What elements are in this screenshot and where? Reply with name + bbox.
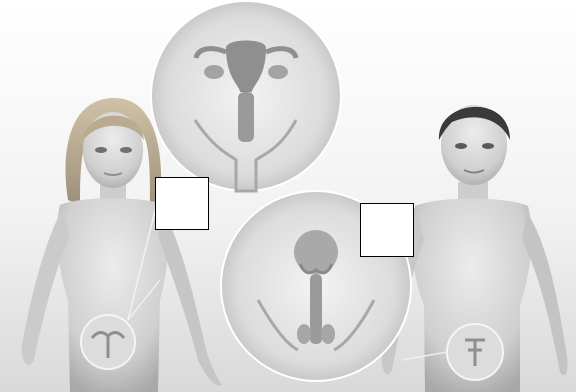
left-ovary-icon bbox=[204, 65, 224, 79]
right-testis-icon bbox=[321, 324, 335, 344]
label-box-2-text bbox=[361, 204, 413, 256]
girl-right-eye bbox=[120, 147, 132, 153]
right-ovary-icon bbox=[268, 65, 288, 79]
girl-left-eye bbox=[95, 147, 107, 153]
left-testis-icon bbox=[297, 324, 311, 344]
urethra-icon bbox=[310, 274, 322, 344]
label-box-2[interactable] bbox=[360, 203, 414, 257]
label-box-1-text bbox=[156, 178, 208, 229]
cervix bbox=[238, 92, 254, 142]
boy-left-eye bbox=[455, 143, 467, 149]
boy-right-eye bbox=[482, 143, 494, 149]
label-box-1[interactable] bbox=[155, 177, 209, 230]
